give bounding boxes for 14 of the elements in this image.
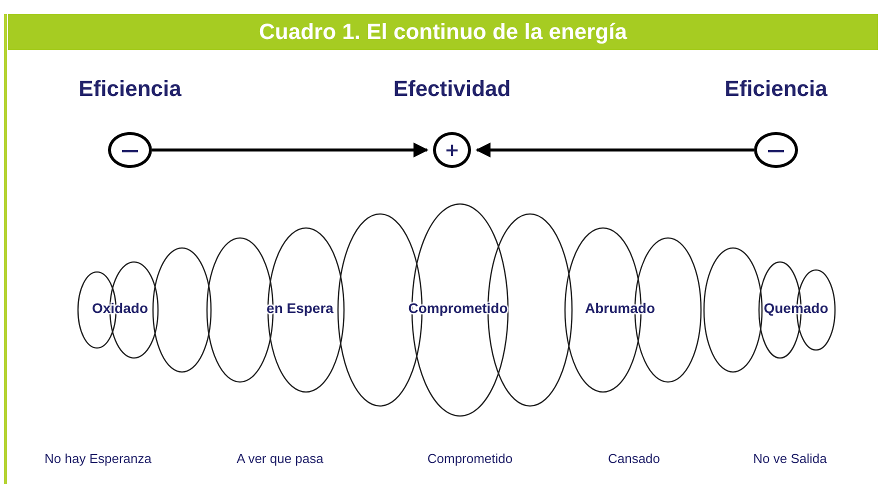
caption-label: Cansado: [608, 451, 660, 466]
caption-label: No ve Salida: [753, 451, 827, 466]
sign-circle: +: [433, 132, 471, 168]
title-banner: Cuadro 1. El continuo de la energía: [8, 14, 878, 50]
caption-label: Comprometido: [427, 451, 513, 466]
sign-circle: —: [108, 132, 152, 168]
arrow: [476, 142, 754, 158]
heading-label: Eficiencia: [724, 76, 828, 102]
arrow: [152, 142, 428, 158]
heading-label: Eficiencia: [78, 76, 182, 102]
sign-circle: —: [754, 132, 798, 168]
heading-label: Efectividad: [393, 76, 511, 102]
caption-label: A ver que pasa: [236, 451, 324, 466]
caption-label: No hay Esperanza: [44, 451, 152, 466]
